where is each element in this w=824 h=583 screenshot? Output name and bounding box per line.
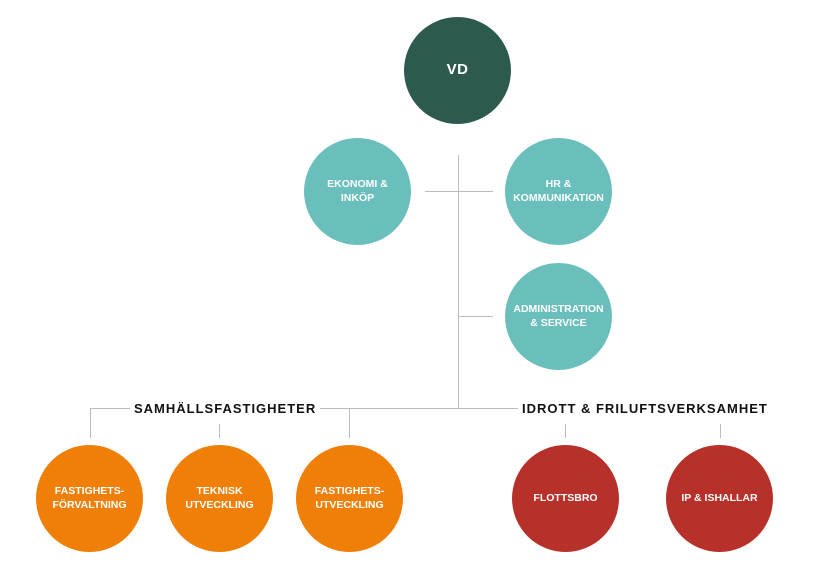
ip-ishallar-label: IP & ISHALLAR bbox=[681, 491, 758, 504]
fastighetsutveckling-node: FASTIGHETS- UTVECKLING bbox=[296, 445, 403, 552]
fastighetsforvaltning-node: FASTIGHETS- FÖRVALTNING bbox=[36, 445, 143, 552]
teknisk-utveckling-node: TEKNISK UTVECKLING bbox=[166, 445, 273, 552]
hr-kommunikation-label: HR & KOMMUNIKATION bbox=[513, 178, 604, 204]
teknisk-utveckling-label: TEKNISK UTVECKLING bbox=[185, 485, 254, 511]
flottsbro-node: FLOTTSBRO bbox=[512, 445, 619, 552]
administration-service-node: ADMINISTRATION & SERVICE bbox=[505, 263, 612, 370]
ekonomi-inkop-node: EKONOMI & INKÖP bbox=[304, 138, 411, 245]
vd-label: VD bbox=[446, 61, 469, 79]
vd-node: VD bbox=[404, 17, 511, 124]
hr-kommunikation-node: HR & KOMMUNIKATION bbox=[505, 138, 612, 245]
fastighetsforvaltning-label: FASTIGHETS- FÖRVALTNING bbox=[52, 485, 127, 511]
idrott-friluftsverksamhet-heading: IDROTT & FRILUFTSVERKSAMHET bbox=[518, 401, 772, 416]
ip-ishallar-node: IP & ISHALLAR bbox=[666, 445, 773, 552]
ekonomi-inkop-label: EKONOMI & INKÖP bbox=[327, 178, 388, 204]
administration-service-label: ADMINISTRATION & SERVICE bbox=[513, 303, 604, 329]
fastighetsutveckling-label: FASTIGHETS- UTVECKLING bbox=[314, 485, 385, 511]
samhallsfastigheter-heading: SAMHÄLLSFASTIGHETER bbox=[130, 401, 321, 416]
flottsbro-label: FLOTTSBRO bbox=[533, 491, 598, 504]
